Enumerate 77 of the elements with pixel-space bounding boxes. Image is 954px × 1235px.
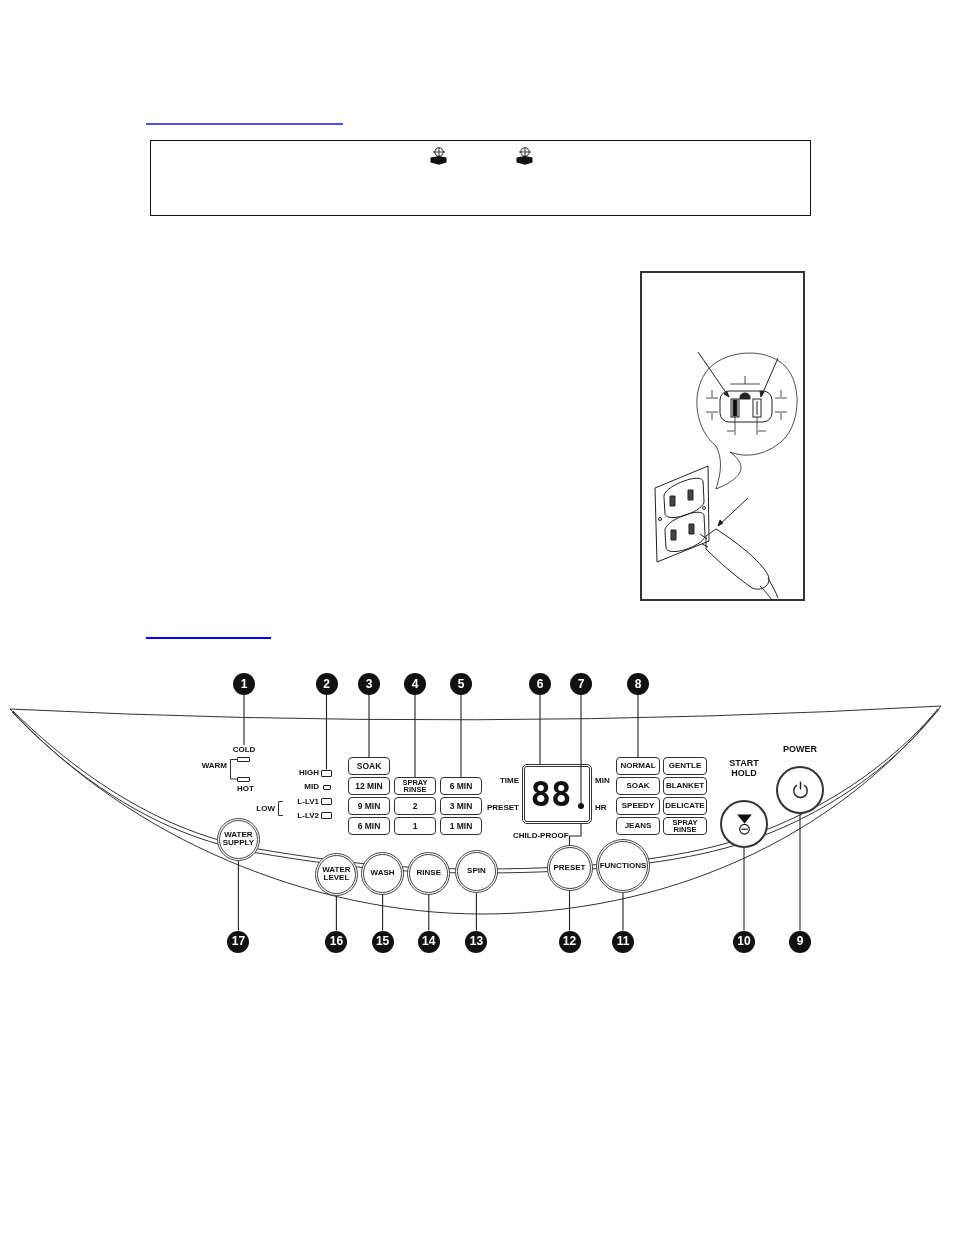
callout-number: 3: [358, 673, 380, 695]
callout-number: 2: [315, 673, 338, 695]
program-button: SPEEDY: [616, 797, 660, 815]
callout-number: 15: [371, 930, 394, 953]
leader-line: [637, 694, 639, 758]
option-button: SOAK: [348, 757, 390, 775]
leader-line: [382, 893, 384, 932]
callout-number: 10: [733, 930, 755, 953]
leader-line: [799, 813, 801, 932]
option-button: 1: [394, 817, 436, 835]
button-label: POWER: [783, 744, 817, 754]
callout-number: 9: [789, 930, 811, 953]
round-button: RINSE: [407, 851, 451, 895]
leader-line: [743, 847, 745, 932]
leader-line: [368, 694, 370, 758]
program-button: SOAK: [616, 777, 660, 795]
callout-number: 5: [450, 673, 472, 695]
leader-line: [622, 892, 624, 932]
panel-label: WARM: [200, 761, 227, 771]
leader-line: [428, 893, 430, 932]
panel-label: LOW: [255, 803, 275, 814]
callout-number: 4: [404, 673, 426, 695]
panel-label: HOT: [237, 784, 255, 794]
option-button: 3 MIN: [440, 797, 482, 815]
round-button: FUNCTIONS: [596, 839, 650, 893]
edge-label: CHILD-PROOF: [513, 831, 567, 841]
program-button: DELICATE: [663, 797, 707, 815]
leader-line: [414, 694, 416, 778]
callout-number: 1: [233, 673, 255, 695]
leader-line: [325, 694, 328, 771]
option-button: 2: [394, 797, 436, 815]
round-button: WATER SUPPLY: [216, 817, 260, 861]
panel-label: PRESET: [486, 803, 519, 813]
option-button: 1 MIN: [440, 817, 482, 835]
indicator-dot-icon: [578, 803, 584, 809]
leader-line: [580, 694, 582, 804]
leader-line: [243, 694, 245, 746]
indicator-light-icon: [321, 769, 332, 777]
panel-label: MIN: [595, 776, 611, 786]
program-button: NORMAL: [616, 757, 660, 775]
indicator-label: HIGH: [298, 768, 319, 778]
callout-number: 13: [465, 930, 488, 953]
round-button: PRESET: [546, 845, 593, 892]
panel-label: TIME: [498, 776, 519, 786]
digital-display: [522, 764, 592, 824]
leader-line: [237, 860, 239, 932]
callout-number: 17: [227, 930, 250, 953]
callout-number: 12: [558, 930, 581, 953]
round-button: WATER LEVEL: [314, 852, 358, 896]
program-button: BLANKET: [663, 777, 707, 795]
panel-label: L-LV1: [296, 796, 319, 807]
display-digits: 88: [530, 777, 572, 811]
leader-line: [568, 823, 582, 846]
callout-number: 6: [529, 673, 551, 695]
round-button: WASH: [361, 851, 405, 895]
option-button: 9 MIN: [348, 797, 390, 815]
callout-number: 14: [417, 930, 440, 953]
panel-label: MID: [303, 782, 319, 792]
leader-line: [568, 890, 571, 932]
option-button: 6 MIN: [348, 817, 390, 835]
callout-number: 11: [612, 930, 634, 953]
button-label: START HOLD: [728, 758, 760, 778]
leader-line: [539, 694, 541, 765]
callout-number: 8: [627, 673, 649, 695]
callout-number: 16: [325, 930, 348, 953]
option-button: 6 MIN: [440, 777, 482, 795]
program-button: GENTLE: [663, 757, 707, 775]
leader-line: [475, 892, 477, 932]
leader-line: [460, 694, 462, 778]
panel-label: HR: [595, 803, 608, 813]
leader-line: [335, 895, 337, 932]
option-button: 12 MIN: [348, 777, 390, 795]
panel-label: L-LV2: [296, 810, 319, 821]
callout-number: 7: [570, 673, 592, 695]
panel-label: COLD: [231, 745, 257, 755]
round-button: SPIN: [454, 850, 498, 894]
program-button: JEANS: [616, 817, 660, 835]
